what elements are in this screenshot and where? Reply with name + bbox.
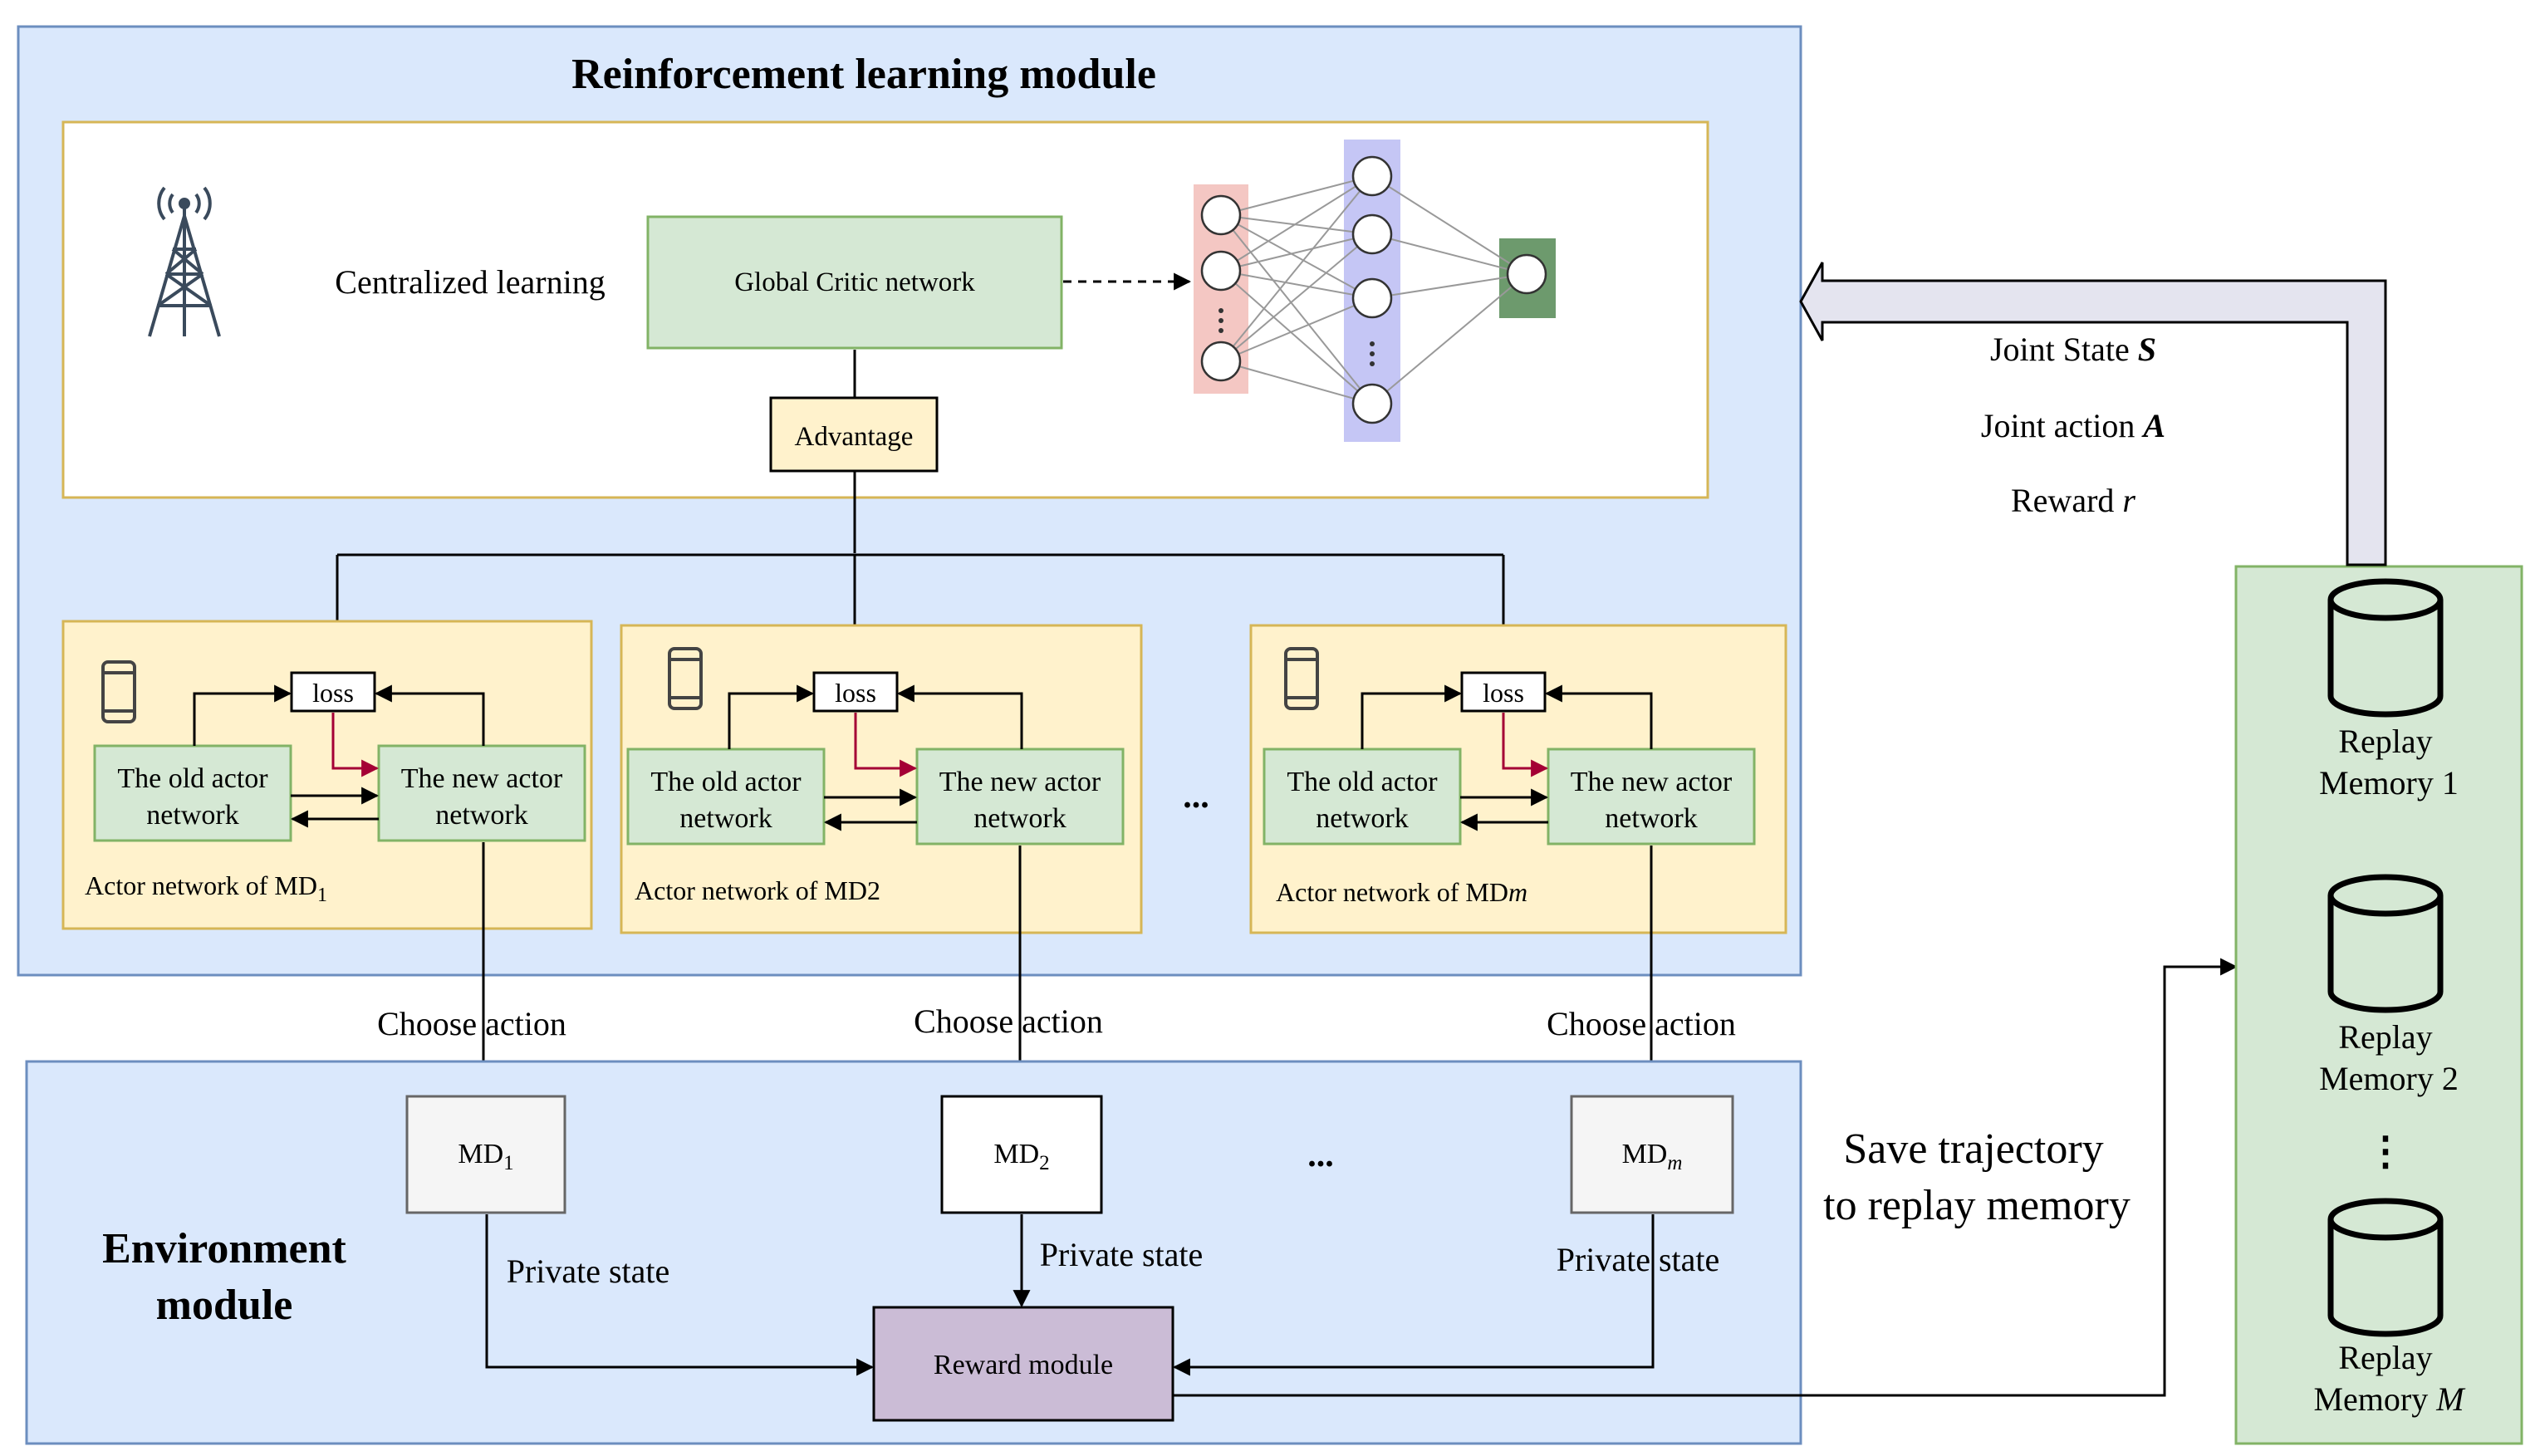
loss-label: loss <box>1483 678 1524 708</box>
new-actor-network-box <box>377 744 586 842</box>
choose-action-label-2: Choose action <box>914 1003 1103 1040</box>
loss-update-arrow <box>854 713 918 777</box>
joint-feedback-arrow <box>1799 262 2387 566</box>
old-actor-label-line1: The old actor <box>117 763 268 794</box>
actor-ellipsis: ... <box>1183 777 1209 816</box>
replay-memory-m-line1: Replay <box>2338 1339 2432 1376</box>
replay-memory-1-line2: Memory 1 <box>2319 764 2459 802</box>
private-state-label-m: Private state <box>1557 1241 1720 1278</box>
old-actor-label-line1: The old actor <box>650 767 802 797</box>
nn-connections <box>1220 175 1527 404</box>
phone-icon <box>101 660 136 723</box>
nn-node <box>1200 341 1242 382</box>
centralized-learning-label: Centralized learning <box>335 263 605 301</box>
old-actor-network-box <box>93 744 292 842</box>
environment-title-line1: Environment <box>102 1225 346 1272</box>
advantage-label: Advantage <box>795 422 914 452</box>
reward-module-label: Reward module <box>934 1350 1113 1380</box>
phone-icon <box>668 647 703 710</box>
new-actor-label-line2: network <box>435 800 527 831</box>
md2-label: MD2 <box>993 1139 1049 1174</box>
old-actor-network-box <box>1263 748 1462 846</box>
new-actor-label-line2: network <box>973 803 1066 834</box>
private-state-label-2: Private state <box>1040 1236 1204 1273</box>
actor-label-mdm: Actor network of MDm <box>1276 877 1527 907</box>
reward-label: Reward r <box>2011 482 2135 519</box>
md-ellipsis: ... <box>1307 1136 1334 1174</box>
nn-node <box>1351 277 1393 319</box>
old-actor-label-line2: network <box>1316 803 1408 834</box>
loss-box <box>812 671 899 713</box>
neural-network-icon <box>1194 140 1556 442</box>
global-critic-label: Global Critic network <box>734 267 975 297</box>
database-icon <box>2327 1198 2444 1337</box>
joint-state-label: Joint State S <box>1990 331 2156 368</box>
phone-icon <box>1284 647 1319 710</box>
private-state-label-1: Private state <box>507 1253 670 1290</box>
actor-label-md1: Actor network of MD1 <box>85 870 327 906</box>
joint-action-label: Joint action A <box>1981 407 2165 444</box>
choose-action-label-1: Choose action <box>377 1005 566 1042</box>
new-actor-label-line1: The new actor <box>401 763 563 794</box>
new-actor-label-line1: The new actor <box>1571 767 1733 797</box>
nn-node <box>1200 250 1242 292</box>
advantage-box <box>769 396 939 473</box>
new-actor-network-box <box>915 748 1125 846</box>
nn-node <box>1351 155 1393 197</box>
md1-label: MD1 <box>458 1139 513 1174</box>
new-actor-label-line1: The new actor <box>939 767 1101 797</box>
save-trajectory-line1: Save trajectory <box>1843 1125 2103 1173</box>
loss-box <box>290 671 376 713</box>
private-state-arrows <box>485 1214 1655 1376</box>
actor-label-md2: Actor network of MD2 <box>635 875 880 905</box>
nn-node <box>1351 213 1393 255</box>
old-actor-network-box <box>626 748 826 846</box>
choose-action-arrows <box>474 842 1660 1097</box>
choose-action-label-m: Choose action <box>1547 1005 1736 1042</box>
loss-update-arrow <box>1502 713 1549 777</box>
loss-label: loss <box>835 678 876 708</box>
loss-label: loss <box>312 678 354 708</box>
database-icon <box>2327 874 2444 1013</box>
md1-box <box>405 1095 566 1214</box>
loss-update-arrow <box>331 713 380 777</box>
global-critic-box <box>646 215 1063 350</box>
mdm-label: MDm <box>1622 1139 1683 1174</box>
rl-module-title: Reinforcement learning module <box>571 51 1156 98</box>
nn-node <box>1200 194 1242 236</box>
replay-ellipsis: ⋮ <box>2366 1130 2405 1174</box>
replay-memory-m-line2: Memory M <box>2313 1380 2466 1418</box>
replay-memory-2-line1: Replay <box>2338 1018 2432 1056</box>
old-actor-label-line2: network <box>146 800 238 831</box>
replay-memory-1-line1: Replay <box>2338 723 2432 760</box>
cell-tower-icon <box>148 186 221 337</box>
new-actor-network-box <box>1547 748 1756 846</box>
nn-node <box>1506 253 1547 295</box>
old-actor-label-line2: network <box>679 803 772 834</box>
save-trajectory-line2: to replay memory <box>1823 1182 2130 1229</box>
new-actor-label-line2: network <box>1605 803 1697 834</box>
old-actor-label-line1: The old actor <box>1287 767 1438 797</box>
environment-title-line2: module <box>156 1282 293 1329</box>
mdm-box <box>1570 1095 1734 1214</box>
md2-box <box>940 1095 1103 1214</box>
replay-memory-2-line2: Memory 2 <box>2319 1060 2459 1097</box>
nn-node <box>1351 383 1393 424</box>
database-icon <box>2327 578 2444 718</box>
save-trajectory-arrow <box>1173 958 2238 1397</box>
